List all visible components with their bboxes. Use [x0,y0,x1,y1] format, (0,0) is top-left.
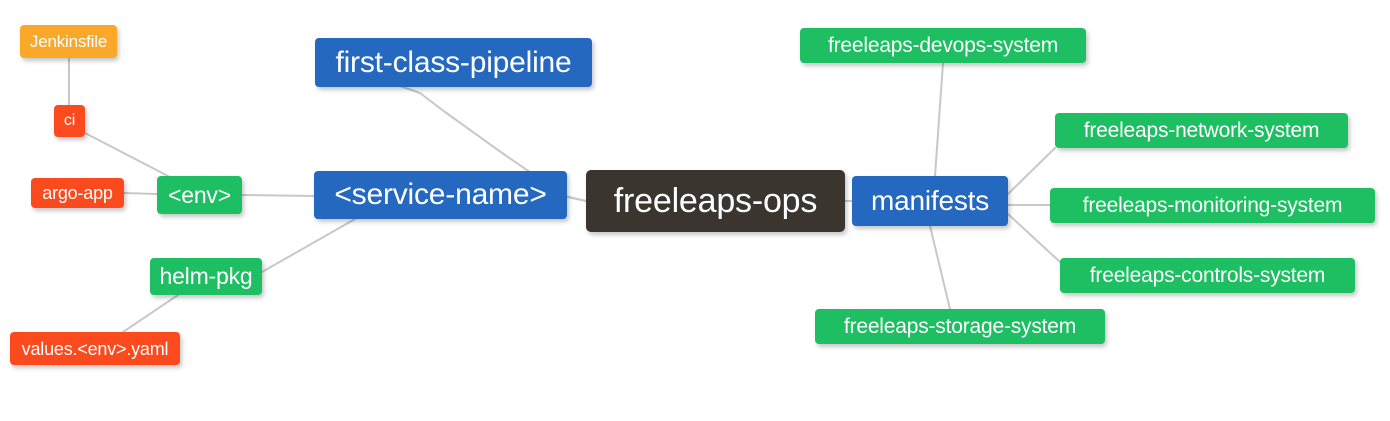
node-label-jenkinsfile: Jenkinsfile [29,32,108,51]
mindmap-node-helm-pkg[interactable]: helm-pkg [150,258,262,295]
node-label-values-env-yaml: values.<env>.yaml [21,338,169,359]
edge-helm-pkg-to-values-env-yaml [122,294,179,333]
mindmap-node-first-class-pipeline[interactable]: first-class-pipeline [315,38,592,87]
node-label-env: <env> [168,181,231,208]
edge-manifests-to-freeleaps-storage-system [929,225,951,310]
node-label-freeleaps-devops-system: freeleaps-devops-system [828,34,1058,57]
mindmap-node-service-name[interactable]: <service-name> [314,171,567,219]
mindmap-node-freeleaps-monitoring-system[interactable]: freeleaps-monitoring-system [1050,188,1375,223]
mindmap-node-ci[interactable]: ci [54,105,85,137]
node-label-first-class-pipeline: first-class-pipeline [335,45,572,79]
node-label-freeleaps-monitoring-system: freeleaps-monitoring-system [1082,194,1343,217]
mindmap-node-values-env-yaml[interactable]: values.<env>.yaml [10,332,180,365]
node-label-helm-pkg: helm-pkg [159,263,253,289]
edge-env-to-ci [84,132,169,177]
node-label-manifests: manifests [870,185,990,216]
edge-root-to-service-name [566,196,587,202]
edge-manifests-to-freeleaps-devops-system [934,62,944,177]
node-label-freeleaps-storage-system: freeleaps-storage-system [843,315,1077,338]
node-label-service-name: <service-name> [334,178,547,211]
edge-manifests-to-freeleaps-network-system [1007,147,1056,195]
edge-service-name-to-helm-pkg [261,218,356,273]
edge-service-name-to-env [241,194,315,197]
mindmap-node-jenkinsfile[interactable]: Jenkinsfile [20,25,117,58]
mindmap-node-root[interactable]: freeleaps-ops [586,170,845,232]
node-label-freeleaps-network-system: freeleaps-network-system [1083,119,1320,142]
mindmap-node-freeleaps-devops-system[interactable]: freeleaps-devops-system [800,28,1086,63]
node-label-freeleaps-controls-system: freeleaps-controls-system [1089,264,1326,287]
mindmap-node-manifests[interactable]: manifests [852,176,1008,226]
node-label-argo-app: argo-app [42,183,113,203]
edge-env-to-argo-app [123,192,158,195]
mindmap-node-argo-app[interactable]: argo-app [31,178,124,208]
node-label-ci: ci [63,112,76,129]
node-label-root: freeleaps-ops [613,182,818,220]
mindmap-node-env[interactable]: <env> [157,176,242,214]
mindmap-node-freeleaps-controls-system[interactable]: freeleaps-controls-system [1060,258,1355,293]
mindmap-node-freeleaps-storage-system[interactable]: freeleaps-storage-system [815,309,1105,344]
mindmap-node-freeleaps-network-system[interactable]: freeleaps-network-system [1055,113,1348,148]
